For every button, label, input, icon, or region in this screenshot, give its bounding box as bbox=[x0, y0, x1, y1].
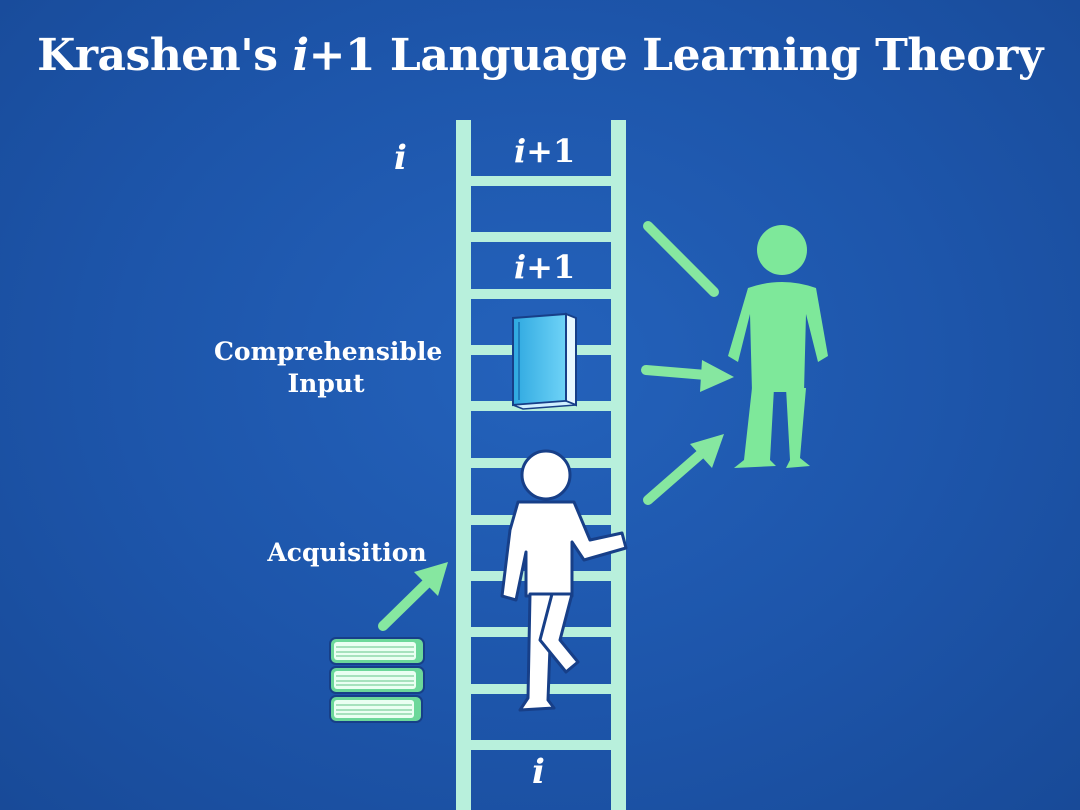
diagram-title: Krashen's i+1 Language Learning Theory bbox=[37, 30, 1043, 81]
ladder-rung bbox=[456, 232, 626, 242]
book-icon bbox=[329, 637, 425, 665]
label-acquisition: Acquisition bbox=[267, 538, 427, 567]
label-i-bottom: i bbox=[532, 752, 545, 792]
acquisition-arrow-icon bbox=[378, 562, 448, 631]
ladder-rung bbox=[456, 289, 626, 299]
arrow-up-right-icon bbox=[643, 434, 724, 505]
label-i-plus-1-middle: i+1 bbox=[514, 248, 576, 286]
ladder-rung bbox=[456, 740, 626, 750]
book-icon bbox=[329, 695, 423, 723]
arrow-line-top bbox=[643, 221, 719, 297]
label-i-top: i bbox=[394, 138, 407, 178]
target-learner-figure-icon bbox=[728, 225, 828, 468]
book-stack-icon bbox=[329, 637, 425, 723]
label-comprehensible-input: Comprehensible Input bbox=[214, 337, 443, 398]
climbing-learner-figure-icon bbox=[500, 449, 628, 712]
comprehensible-input-book-icon bbox=[512, 312, 577, 410]
arrow-right-icon bbox=[641, 360, 734, 392]
label-i-plus-1-top: i+1 bbox=[514, 132, 576, 170]
book-icon bbox=[329, 666, 425, 694]
arrows-to-target bbox=[378, 221, 734, 631]
ladder-rung bbox=[456, 176, 626, 186]
